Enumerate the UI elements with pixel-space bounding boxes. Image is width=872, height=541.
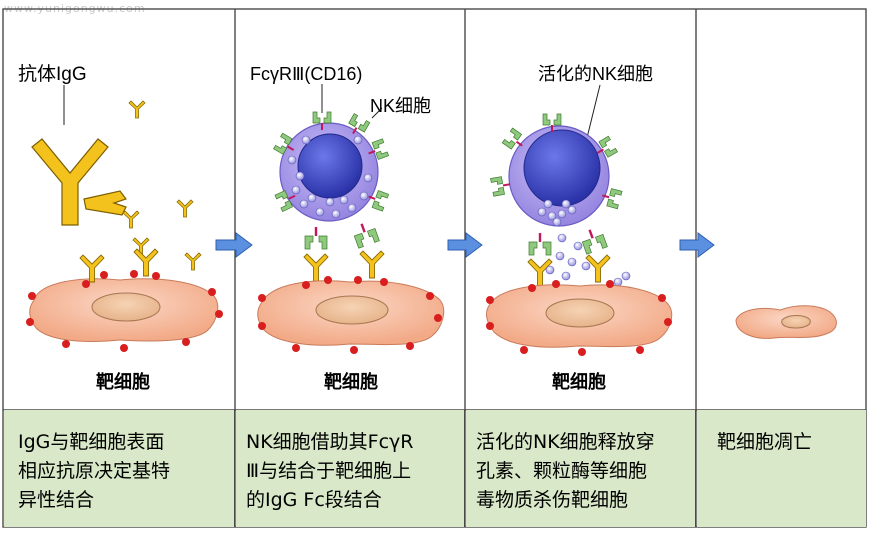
caption-line: 相应抗原决定基特 <box>18 460 171 482</box>
nk-cell-label: NK细胞 <box>370 96 431 116</box>
panel-3 <box>486 84 673 356</box>
free-antibody <box>128 100 146 119</box>
step-arrow-3 <box>679 232 715 258</box>
receptor <box>578 225 608 255</box>
caption-line: 靶细胞凋亡 <box>717 431 813 453</box>
target-cell-label: 靶细胞 <box>324 371 378 392</box>
antigen-dots <box>258 276 442 354</box>
caption-panel-4: 靶细胞凋亡 <box>697 410 866 527</box>
caption-line: Ⅲ与结合于靶细胞上 <box>246 460 412 482</box>
shrunken-nucleus <box>781 315 811 329</box>
caption-line: 的IgG Fc段结合 <box>246 489 382 511</box>
bound-antibody <box>585 254 611 283</box>
caption-line: IgG与靶细胞表面 <box>18 431 165 453</box>
nk-leader-line <box>371 107 383 119</box>
target-cell-label: 靶细胞 <box>96 371 150 392</box>
antigen-dots <box>486 280 672 356</box>
step-arrow-1 <box>215 232 253 258</box>
receptor <box>350 219 380 249</box>
receptor <box>490 174 512 197</box>
bound-antibody <box>303 253 329 282</box>
caption-panel-3: 活化的NK细胞释放穿 孔素、颗粒酶等细胞 毒物质杀伤靶细胞 <box>466 410 696 527</box>
target-cell <box>29 278 219 342</box>
caption-panel-2: NK细胞借助其FcγR Ⅲ与结合于靶细胞上 的IgG Fc段结合 <box>236 410 465 527</box>
apoptotic-target-cell <box>735 305 837 339</box>
antibody-label: 抗体IgG <box>18 63 87 85</box>
target-cell-label: 靶细胞 <box>552 371 606 392</box>
large-antibody-igg <box>31 138 127 226</box>
caption-line: 孔素、颗粒酶等细胞 <box>476 460 648 482</box>
nk-nucleus <box>523 129 601 207</box>
caption-line: 毒物质杀伤靶细胞 <box>476 489 629 511</box>
target-cell <box>486 284 673 348</box>
caption-panel-1: IgG与靶细胞表面 相应抗原决定基特 异性结合 <box>4 410 235 527</box>
diagram-labels: 抗体IgG 靶细胞 FcγRⅢ(CD16) NK细胞 靶细胞 活化的NK细胞 靶… <box>18 63 653 392</box>
nk-cell <box>273 111 390 250</box>
free-antibody <box>122 210 140 229</box>
caption-line: 异性结合 <box>18 489 95 511</box>
caption-line: NK细胞借助其FcγR <box>246 431 414 453</box>
activated-nk-cell <box>490 113 623 256</box>
receptor <box>528 232 552 256</box>
panel-4 <box>735 305 837 339</box>
target-cell <box>257 280 445 346</box>
target-cell-nucleus <box>91 292 161 322</box>
panel-2 <box>257 84 445 354</box>
free-antibody <box>184 252 202 271</box>
antigen-dots <box>26 270 223 352</box>
target-cell-nucleus <box>315 295 389 325</box>
step-arrow-2 <box>447 232 483 258</box>
bound-antibody <box>79 254 105 283</box>
bound-antibody <box>359 250 385 279</box>
activated-nk-label: 活化的NK细胞 <box>538 64 653 84</box>
target-cell-nucleus <box>545 298 615 328</box>
receptor-label: FcγRⅢ(CD16) <box>250 64 362 84</box>
panel-1 <box>26 85 223 352</box>
free-antibody <box>176 199 194 218</box>
caption-line: 活化的NK细胞释放穿 <box>476 431 655 453</box>
bound-antibody <box>133 248 159 277</box>
receptor <box>304 226 328 250</box>
